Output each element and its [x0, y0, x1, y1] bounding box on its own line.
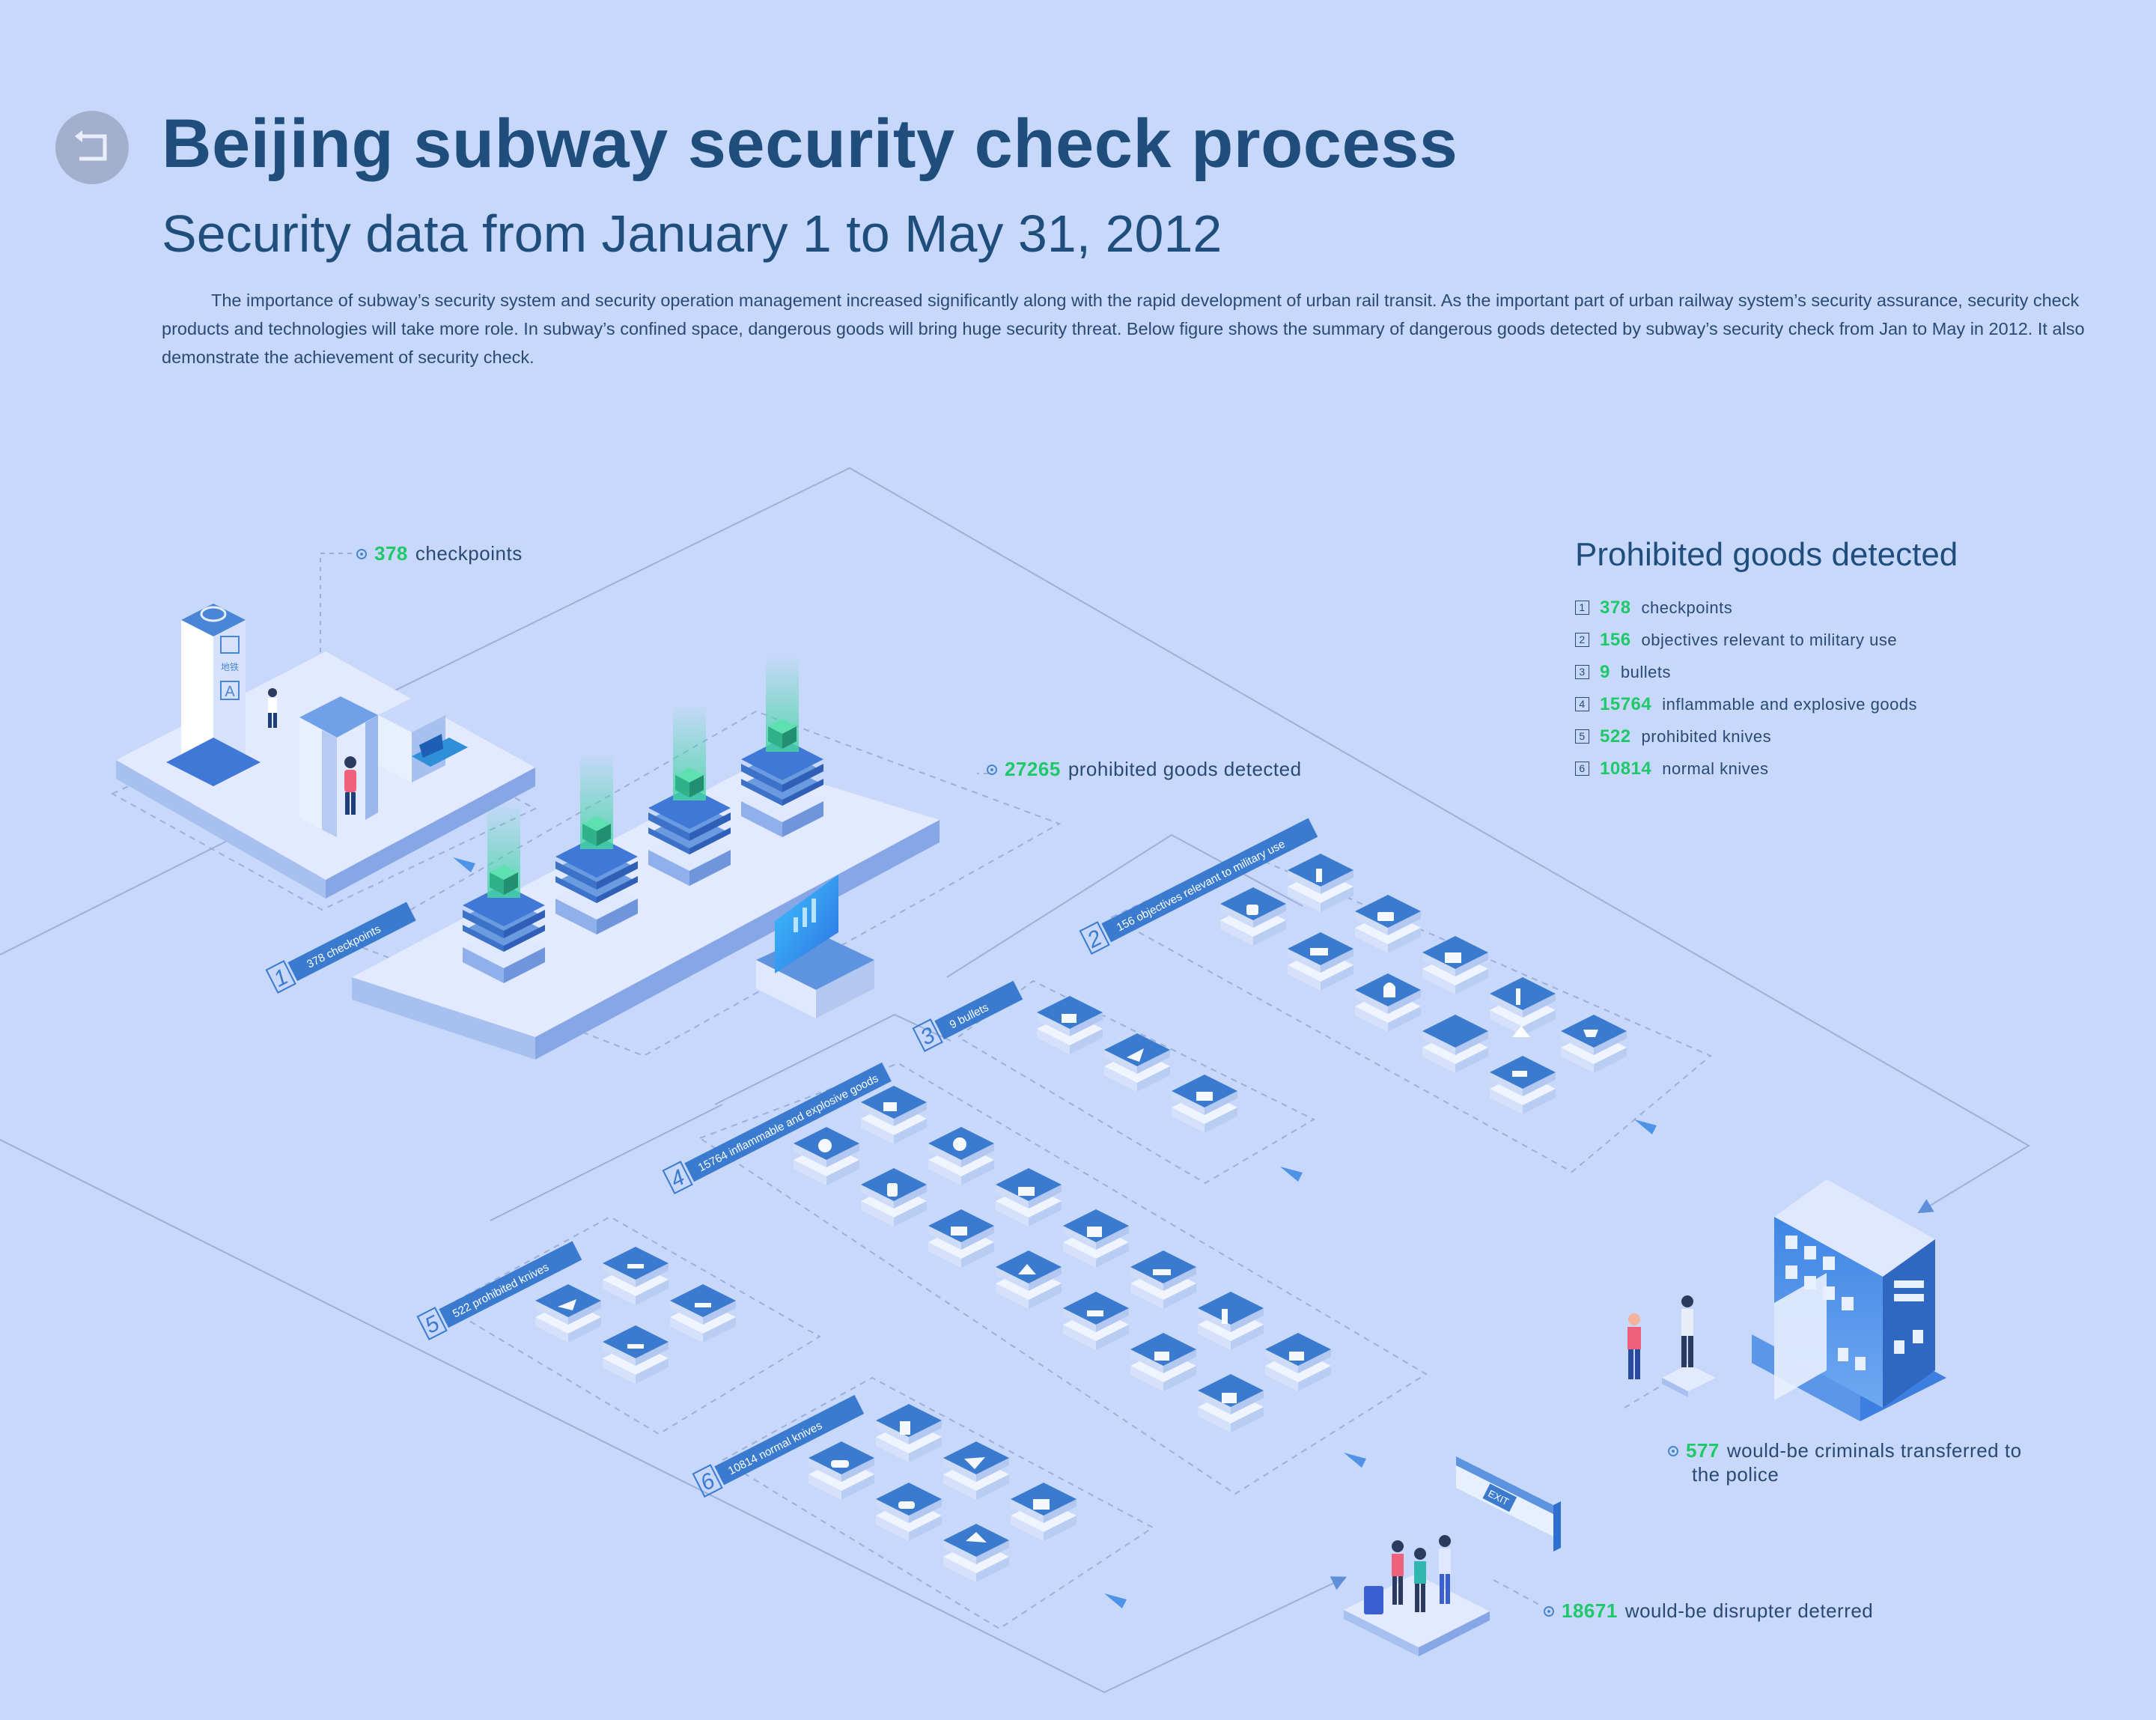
callout-checkpoints: 378 checkpoints — [356, 542, 523, 565]
page-title: Beijing subway security check process — [162, 106, 1458, 182]
marker-dot-icon — [1668, 1445, 1678, 1456]
zone-6-tiles — [808, 1404, 1077, 1582]
legend-item-label: inflammable and explosive goods — [1662, 694, 1918, 714]
zone-3-number: 3 — [916, 1023, 939, 1051]
legend-item-value: 9 — [1600, 661, 1610, 682]
legend-list: 1 378 checkpoints 2 156 objectives relevant t… — [1575, 592, 1958, 785]
tile-glyphs — [558, 869, 1598, 1543]
legend-item-number: 1 — [1575, 601, 1589, 615]
entrance-platform: A 地铁 — [116, 604, 535, 899]
callout-detected-label: prohibited goods detected — [1068, 758, 1302, 780]
legend-item-value: 10814 — [1600, 758, 1652, 779]
officer-group — [1627, 1295, 1716, 1397]
flow-outline — [0, 467, 2030, 1694]
callout-police-value: 577 — [1686, 1439, 1720, 1462]
zone-1-banner: 378 checkpoints — [305, 923, 383, 970]
detection-platform — [352, 654, 940, 1060]
zone-5-banner: 522 prohibited knives — [451, 1261, 551, 1321]
legend-item: 4 15764 inflammable and explosive goods — [1575, 688, 1958, 720]
legend-item-value: 15764 — [1600, 693, 1652, 714]
zone-4-tiles — [794, 1086, 1331, 1432]
callout-leaders — [320, 553, 988, 774]
callout-police-line2: the police — [1692, 1463, 1779, 1486]
legend-item: 1 378 checkpoints — [1575, 592, 1958, 624]
zone-1-number: 1 — [270, 964, 292, 992]
marker-dot-icon — [1544, 1605, 1554, 1617]
callout-deterred: 18671 would-be disrupter deterred — [1544, 1599, 1873, 1623]
legend-item-number: 5 — [1575, 729, 1589, 744]
callout-police: 577 would-be criminals transferred to — [1668, 1439, 2087, 1462]
callout-deterred-value: 18671 — [1562, 1599, 1618, 1622]
flow-arrows — [453, 857, 1657, 1608]
legend-item-label: objectives relevant to military use — [1641, 630, 1898, 649]
police-building — [1752, 1179, 1946, 1421]
legend-item-label: checkpoints — [1641, 598, 1733, 617]
legend-item: 6 10814 normal knives — [1575, 753, 1958, 785]
zone-5-number: 5 — [421, 1311, 443, 1339]
zone-6-number: 6 — [696, 1468, 719, 1496]
guard-figure — [268, 688, 277, 728]
page-subtitle: Security data from January 1 to May 31, … — [162, 204, 1222, 263]
intro-paragraph: The importance of subway’s security syst… — [162, 291, 2085, 367]
callout-police-label-2: the police — [1692, 1463, 1779, 1486]
legend-item-value: 378 — [1600, 597, 1631, 618]
zone-4-number: 4 — [666, 1165, 689, 1193]
callout-checkpoints-label: checkpoints — [415, 542, 523, 565]
callout-checkpoints-value: 378 — [374, 542, 408, 565]
legend-item: 5 522 prohibited knives — [1575, 720, 1958, 753]
passenger-figure — [344, 756, 356, 815]
zone-2-number: 2 — [1082, 926, 1106, 954]
legend-item-label: normal knives — [1662, 759, 1769, 778]
zone-2-tiles — [1220, 854, 1627, 1114]
legend-item-number: 3 — [1575, 665, 1589, 679]
marker-dot-icon — [987, 764, 997, 775]
legend-item-value: 156 — [1600, 629, 1631, 650]
callout-detected: 27265 prohibited goods detected — [987, 758, 1302, 781]
legend-item-label: prohibited knives — [1641, 726, 1772, 746]
exit-group: EXIT — [1344, 1456, 1561, 1656]
legend-item-number: 6 — [1575, 762, 1589, 776]
back-arrow-icon — [75, 130, 107, 161]
legend-item-number: 2 — [1575, 633, 1589, 647]
legend-item: 2 156 objectives relevant to military use — [1575, 624, 1958, 656]
back-button[interactable] — [55, 111, 129, 184]
legend: Prohibited goods detected 1 378 checkpoint… — [1575, 536, 1958, 785]
legend-item-label: bullets — [1620, 662, 1671, 681]
callout-police-label: would-be criminals transferred to — [1726, 1439, 2022, 1462]
legend-item-value: 522 — [1600, 726, 1631, 747]
zone-6-banner: 10814 normal knives — [726, 1419, 824, 1477]
legend-title: Prohibited goods detected — [1575, 536, 1958, 573]
kiosk-sign-a: A — [225, 684, 235, 700]
callout-detected-value: 27265 — [1005, 758, 1061, 780]
kiosk-sign-cn: 地铁 — [221, 662, 239, 672]
legend-item-number: 4 — [1575, 697, 1589, 711]
callout-deterred-label: would-be disrupter deterred — [1624, 1599, 1874, 1622]
marker-dot-icon — [356, 548, 367, 559]
zone-outlines — [110, 695, 1712, 1630]
